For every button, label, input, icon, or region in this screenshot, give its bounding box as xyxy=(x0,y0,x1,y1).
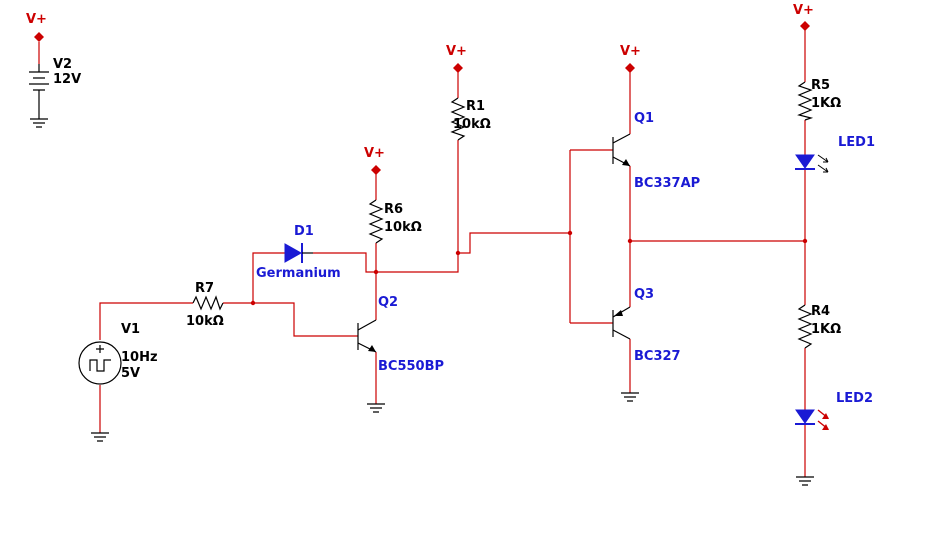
r6-resistor: R6 10kΩ xyxy=(368,199,422,244)
q1-name: Q1 xyxy=(634,111,654,126)
v1-amp: 5V xyxy=(121,366,140,381)
r1-value: 10kΩ xyxy=(453,117,491,132)
led1: LED1 xyxy=(795,135,875,173)
transistor-collector-lead xyxy=(612,133,631,144)
ground-icon xyxy=(91,432,109,442)
led1-name: LED1 xyxy=(838,135,875,150)
vcc-diamond-icon xyxy=(34,32,44,42)
junction-dot xyxy=(802,238,808,244)
q1-transistor: Q1 BC337AP xyxy=(612,111,700,191)
light-arrow-icon xyxy=(822,413,829,419)
ground-icon xyxy=(621,392,639,402)
r4-value: 1KΩ xyxy=(811,322,841,337)
vcc-diamond-icon xyxy=(800,21,810,31)
v2-value: 12V xyxy=(53,72,81,87)
supply-label: V+ xyxy=(26,12,47,27)
emitter-arrow-icon xyxy=(622,159,630,166)
junction-dot xyxy=(373,269,379,275)
r5-name: R5 xyxy=(811,78,830,93)
r6-name: R6 xyxy=(384,202,403,217)
r1-resistor: R1 10kΩ xyxy=(450,97,491,141)
supply-r6: V+ xyxy=(364,146,385,175)
q3-name: Q3 xyxy=(634,287,654,302)
d1-diode: D1 Germanium xyxy=(256,224,341,281)
resistor-icon xyxy=(450,97,466,141)
ground-icon xyxy=(30,118,48,128)
v2-battery: V2 12V xyxy=(29,57,81,128)
r7-name: R7 xyxy=(195,281,214,296)
q2-name: Q2 xyxy=(378,295,398,310)
r7-value: 10kΩ xyxy=(186,314,224,329)
ground-icon xyxy=(367,403,385,413)
led-triangle-icon xyxy=(795,409,815,424)
d1-name: D1 xyxy=(294,224,314,239)
led-triangle-icon xyxy=(795,154,815,169)
ground-icon xyxy=(796,476,814,486)
supply-q1: V+ xyxy=(620,44,641,73)
light-arrow-icon xyxy=(817,164,829,173)
wire-node-q2base xyxy=(253,302,358,337)
vcc-diamond-icon xyxy=(371,165,381,175)
resistor-icon xyxy=(797,81,814,121)
junction-dot xyxy=(627,238,633,244)
q2-model: BC550BP xyxy=(378,359,444,374)
supply-label: V+ xyxy=(620,44,641,59)
d1-type: Germanium xyxy=(256,266,341,281)
resistor-icon xyxy=(368,199,384,244)
led2: LED2 xyxy=(795,391,873,486)
r7-resistor: R7 10kΩ xyxy=(186,281,224,329)
resistor-icon xyxy=(797,304,813,349)
v1-freq: 10Hz xyxy=(121,350,158,365)
junction-dot xyxy=(455,250,461,256)
wire-to-bases xyxy=(458,232,570,254)
light-arrow-icon xyxy=(822,424,829,430)
supply-label: V+ xyxy=(446,44,467,59)
junctions xyxy=(250,230,808,306)
v2-name: V2 xyxy=(53,57,72,72)
supply-label: V+ xyxy=(793,3,814,18)
q1-model: BC337AP xyxy=(634,176,700,191)
transistor-collector-lead xyxy=(612,329,631,340)
square-wave-icon xyxy=(89,359,111,372)
supply-r1: V+ xyxy=(446,44,467,73)
junction-dot xyxy=(567,230,573,236)
r4-resistor: R4 1KΩ xyxy=(797,304,841,349)
transistor-collector-lead xyxy=(357,319,377,331)
vcc-diamond-icon xyxy=(453,63,463,73)
battery-icon xyxy=(29,64,49,119)
diode-triangle-icon xyxy=(284,243,303,263)
wire-node-d1 xyxy=(252,252,285,303)
emitter-arrow-icon xyxy=(614,310,623,316)
wire-d1-collector xyxy=(313,252,376,273)
light-arrow-icon xyxy=(817,154,829,163)
r4-name: R4 xyxy=(811,304,830,319)
q2-transistor: Q2 BC550BP xyxy=(357,295,444,413)
q3-model: BC327 xyxy=(634,349,681,364)
wire-collector-r1 xyxy=(376,253,459,273)
r6-value: 10kΩ xyxy=(384,220,422,235)
r5-resistor: R5 1KΩ xyxy=(797,78,841,121)
led2-name: LED2 xyxy=(836,391,873,406)
supply-v2: V+ xyxy=(26,12,47,42)
r1-name: R1 xyxy=(466,99,485,114)
supply-r5: V+ xyxy=(793,3,814,31)
vcc-diamond-icon xyxy=(625,63,635,73)
v1-name: V1 xyxy=(121,322,140,337)
wires xyxy=(38,30,806,477)
r5-value: 1KΩ xyxy=(811,96,841,111)
supply-label: V+ xyxy=(364,146,385,161)
wire-v1-top xyxy=(99,302,193,340)
source-circle-icon xyxy=(78,341,122,385)
v1-source: V1 10Hz 5V xyxy=(78,322,158,442)
emitter-arrow-icon xyxy=(368,345,376,352)
q3-transistor: Q3 BC327 xyxy=(612,287,681,402)
junction-dot xyxy=(250,300,256,306)
resistor-icon xyxy=(192,295,224,311)
plus-sign-icon xyxy=(96,345,104,353)
